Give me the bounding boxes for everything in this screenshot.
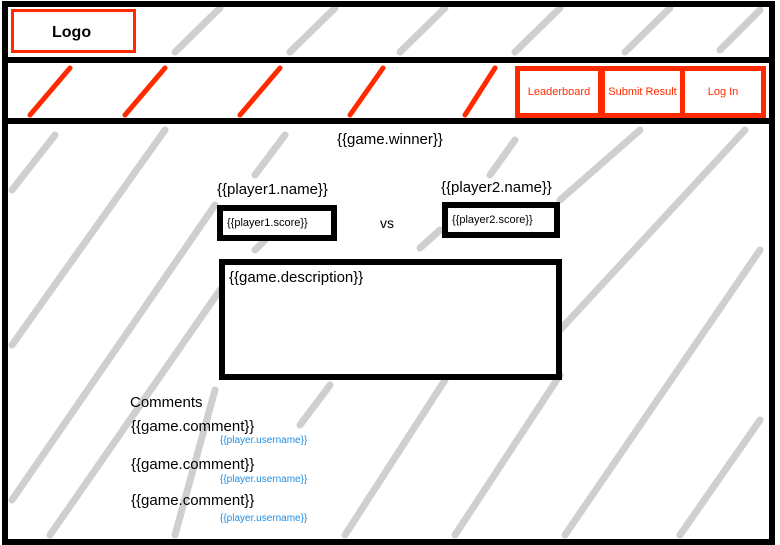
nav-login-button[interactable]: Log In	[680, 66, 766, 118]
game-winner: {{game.winner}}	[337, 131, 443, 148]
player2-score: {{player2.score}}	[452, 214, 533, 226]
nav-leaderboard-button[interactable]: Leaderboard	[515, 66, 603, 118]
comment-username[interactable]: {{player.username}}	[220, 435, 308, 446]
comment-text: {{game.comment}}	[131, 456, 255, 473]
logo-text: Logo	[52, 24, 92, 41]
nav-login-label: Log In	[707, 86, 739, 98]
comment-username[interactable]: {{player.username}}	[220, 513, 308, 524]
player1-score: {{player1.score}}	[227, 217, 308, 229]
logo-box[interactable]: Logo	[11, 9, 136, 53]
player1-name: {{player1.name}}	[217, 181, 328, 198]
game-description: {{game.description}}	[229, 269, 364, 286]
player2-name: {{player2.name}}	[441, 179, 552, 196]
comment-text: {{game.comment}}	[131, 492, 255, 509]
nav-submit-result-button[interactable]: Submit Result	[600, 66, 685, 118]
nav-leaderboard-label: Leaderboard	[527, 86, 591, 98]
comment-username[interactable]: {{player.username}}	[220, 474, 308, 485]
game-description-box: {{game.description}}	[219, 259, 562, 380]
player1-score-box: {{player1.score}}	[217, 205, 337, 241]
comment-text: {{game.comment}}	[131, 418, 255, 435]
player2-score-box: {{player2.score}}	[442, 202, 560, 238]
vs-label: vs	[380, 215, 394, 231]
comments-heading: Comments	[130, 394, 203, 411]
nav-submit-result-label: Submit Result	[608, 86, 677, 98]
